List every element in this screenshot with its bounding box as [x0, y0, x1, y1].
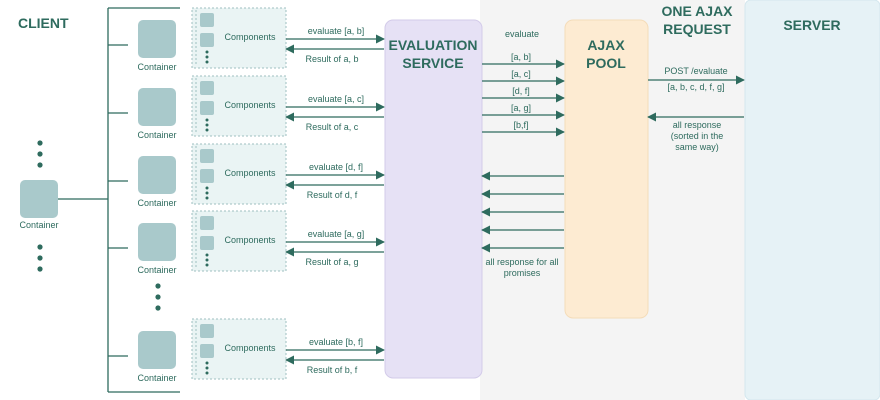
component-box: [200, 33, 214, 47]
pool-request-label: [a, g]: [511, 103, 531, 113]
components-label: Components: [224, 100, 276, 110]
evaluation-service-line-1: EVALUATION: [389, 37, 478, 53]
pool-request-label: [d, f]: [512, 86, 530, 96]
post-payload: [a, b, c, d, f, g]: [667, 82, 724, 92]
result-label: Result of a, c: [306, 122, 359, 132]
post-label: POST /evaluate: [664, 66, 727, 76]
ellipsis-icon: [205, 361, 209, 375]
evaluate-label: evaluate [d, f]: [309, 162, 363, 172]
pool-request-label: [a, c]: [511, 69, 531, 79]
pool-requests: [a, b] [a, c] [d, f] [a, g] [b,f]: [481, 52, 565, 253]
component-box: [200, 216, 214, 230]
container-box: [138, 156, 176, 194]
server-title: SERVER: [783, 17, 840, 33]
pool-evaluate-title: evaluate: [505, 29, 539, 39]
component-box: [200, 101, 214, 115]
container-label: Container: [137, 62, 176, 72]
ajax-pool-line-1: AJAX: [587, 37, 625, 53]
container-label: Container: [137, 265, 176, 275]
server-response-note-line-2: (sorted in the: [671, 131, 724, 141]
evaluate-label: evaluate [a, c]: [308, 94, 364, 104]
component-box: [200, 81, 214, 95]
result-label: Result of a, b: [305, 54, 358, 64]
pool-response-note-line-2: promises: [504, 268, 541, 278]
component-row: Container Components evaluate [b, f] Result…: [108, 318, 385, 383]
root-container-box: [20, 180, 58, 218]
container-box: [138, 223, 176, 261]
component-box: [200, 13, 214, 27]
ajax-pool-box: [564, 19, 649, 319]
ellipsis-icon: [205, 118, 209, 132]
component-row: Container Components evaluate [a, g] Result…: [108, 210, 385, 275]
pool-response-note-line-1: all response for all: [485, 257, 558, 267]
container-label: Container: [137, 130, 176, 140]
components-label: Components: [224, 32, 276, 42]
evaluate-label: evaluate [b, f]: [309, 337, 363, 347]
component-box: [200, 236, 214, 250]
ellipsis-icon: [37, 140, 43, 168]
ellipsis-icon: [37, 244, 43, 272]
root-container-label: Container: [19, 220, 58, 230]
request-title-line-2: REQUEST: [663, 21, 731, 37]
pool-request-label: [a, b]: [511, 52, 531, 62]
result-label: Result of d, f: [307, 190, 358, 200]
ellipsis-icon: [205, 186, 209, 200]
components-label: Components: [224, 168, 276, 178]
server-region: [744, 0, 880, 400]
pool-request-label: [b,f]: [513, 120, 528, 130]
server-response-note-line-1: all response: [673, 120, 722, 130]
evaluation-service-line-2: SERVICE: [402, 55, 463, 71]
container-box: [138, 88, 176, 126]
ellipsis-icon: [155, 283, 161, 311]
components-label: Components: [224, 343, 276, 353]
container-label: Container: [137, 373, 176, 383]
component-box: [200, 324, 214, 338]
component-box: [200, 149, 214, 163]
component-row: Container Components evaluate [a, b] Result…: [108, 7, 385, 72]
component-box: [200, 344, 214, 358]
component-row: Container Components evaluate [a, c] Result…: [108, 75, 385, 140]
container-box: [138, 331, 176, 369]
ellipsis-icon: [205, 50, 209, 64]
ajax-pool-line-2: POOL: [586, 55, 626, 71]
client-title: CLIENT: [18, 15, 69, 31]
components-label: Components: [224, 235, 276, 245]
ellipsis-icon: [205, 253, 209, 267]
evaluate-label: evaluate [a, b]: [308, 26, 365, 36]
component-row: Container Components evaluate [d, f] Result…: [108, 143, 385, 208]
evaluation-service-box: [384, 19, 483, 379]
result-label: Result of b, f: [307, 365, 358, 375]
result-label: Result of a, g: [305, 257, 358, 267]
container-label: Container: [137, 198, 176, 208]
component-box: [200, 169, 214, 183]
evaluate-label: evaluate [a, g]: [308, 229, 365, 239]
request-title-line-1: ONE AJAX: [661, 3, 733, 19]
server-response-note-line-3: same way): [675, 142, 719, 152]
container-box: [138, 20, 176, 58]
